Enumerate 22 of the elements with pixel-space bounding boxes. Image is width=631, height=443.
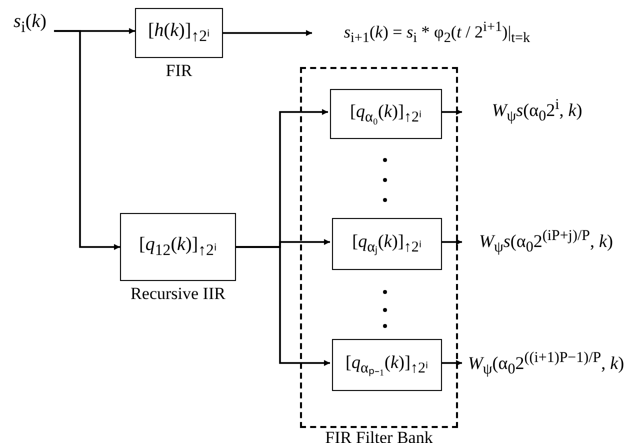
filter-box [332, 339, 442, 391]
arrow [440, 360, 462, 366]
formula-text: s$_{i+1}$(k) = s$_{i}$ * φ$_{2}$(t / 2$^{i+1}$)|$_{t=k}$ [344, 18, 530, 48]
arrow [223, 30, 312, 36]
filter-formula: [h(k)]$_{↑2ⁱ}$ [148, 20, 210, 46]
filter-formula: [q$_{αₚ₋₁}$(k)]$_{↑2ⁱ}$ [345, 352, 429, 378]
arrow [236, 246, 330, 366]
filter-box [330, 89, 442, 139]
filter-formula: [q$_{αⱼ}$(k)]$_{↑2ⁱ}$ [352, 231, 422, 257]
arrow [440, 239, 462, 245]
block-caption: Recursive IIR [130, 284, 226, 304]
group-title: FIR Filter Bank [325, 428, 433, 443]
formula-text: s$_{i}$(k) [14, 10, 46, 38]
filter-box [332, 218, 442, 270]
filter-formula: [q$_{α₀}$(k)]$_{↑2ⁱ}$ [350, 101, 422, 127]
filter-formula: [q$_{12}$(k)]$_{↑2ⁱ}$ [139, 234, 217, 260]
formula-text: W$_{ψ}$s(α$_{0}$2$^{(iP+j)/P}$, k) [479, 227, 613, 257]
arrow [440, 109, 462, 115]
arrow [54, 30, 120, 250]
formula-text: W$_{ψ}$(α$_{0}$2$^{((i+1)P−1)/P}$, k) [468, 349, 624, 379]
block-caption: FIR [166, 61, 192, 81]
formula-text: W$_{ψ}$s(α$_{0}$2$^{i}$, k) [492, 96, 582, 126]
